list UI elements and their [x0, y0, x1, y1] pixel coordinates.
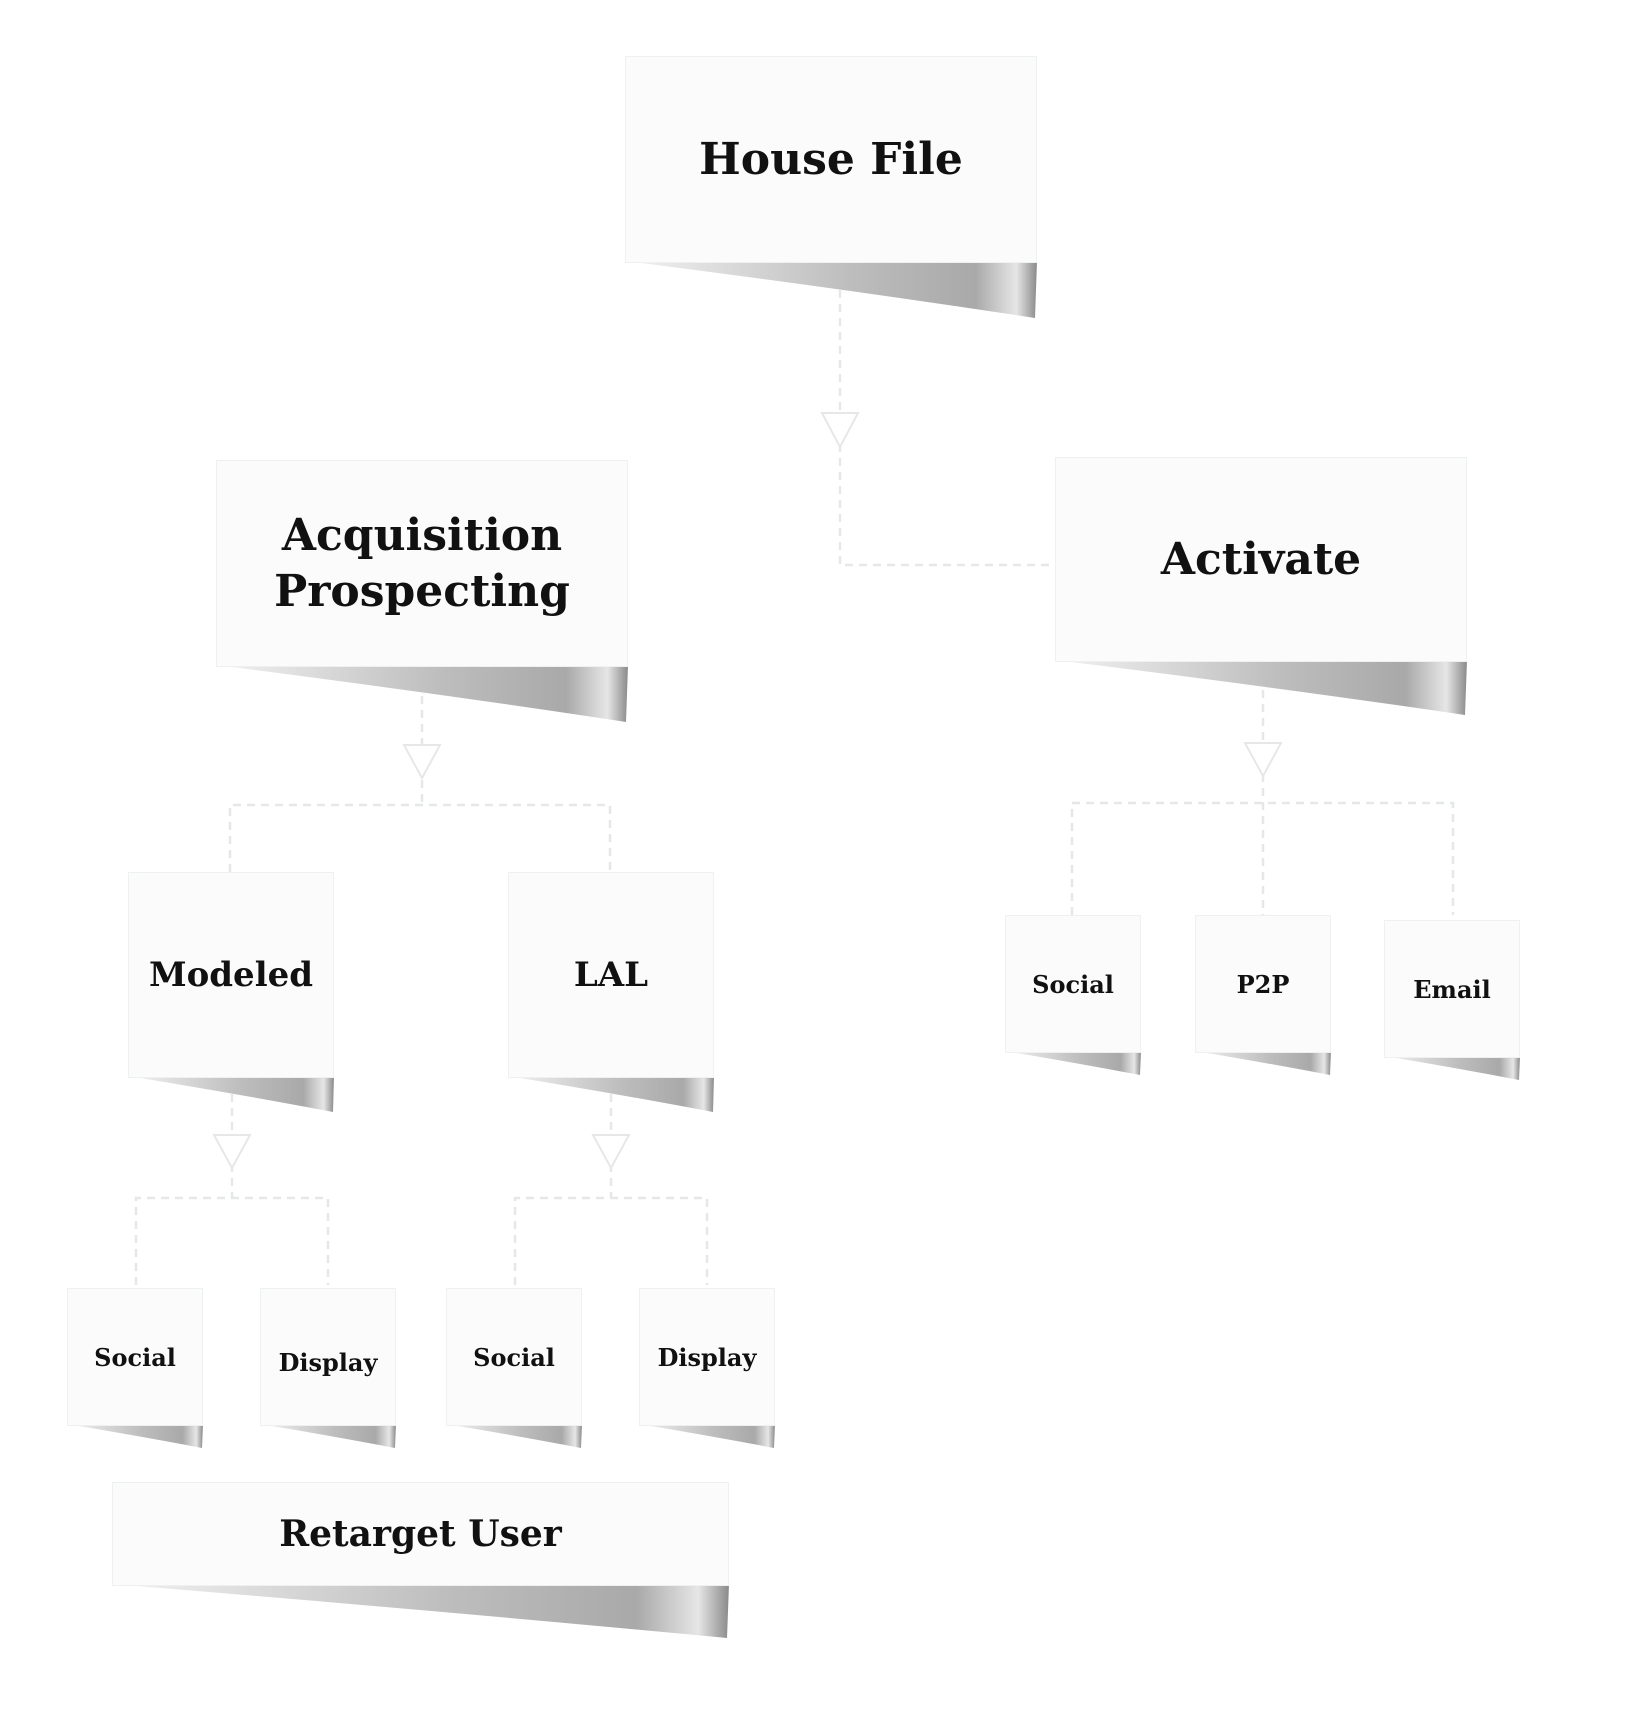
node-label: Display [639, 1288, 775, 1426]
node-modeled: Modeled [128, 872, 334, 1112]
node-modeled-display: Display [260, 1288, 396, 1448]
page-curl-shadow [67, 1424, 203, 1448]
node-label: Social [446, 1288, 582, 1426]
node-lal: LAL [508, 872, 714, 1112]
arrowhead-modeled [212, 1134, 252, 1171]
node-modeled-social: Social [67, 1288, 203, 1448]
arrowhead-house-file [820, 412, 860, 450]
connector-acquisition-branch [228, 803, 612, 872]
node-acquisition-prospecting: Acquisition Prospecting [216, 460, 628, 722]
arrowhead-activate [1243, 742, 1283, 779]
page-curl-shadow [112, 1584, 729, 1638]
arrowhead-lal [591, 1134, 631, 1171]
page-curl-shadow [625, 261, 1037, 318]
page-curl-shadow [1384, 1056, 1520, 1080]
node-label: Retarget User [112, 1482, 729, 1586]
node-activate-email: Email [1384, 920, 1520, 1080]
node-activate-p2p: P2P [1195, 915, 1331, 1075]
page-curl-shadow [128, 1076, 334, 1112]
node-label: Display [260, 1288, 396, 1426]
connector-activate-branch [1070, 801, 1455, 915]
page-curl-shadow [1055, 660, 1467, 715]
node-retarget-user: Retarget User [112, 1482, 729, 1638]
node-activate: Activate [1055, 457, 1467, 715]
arrowhead-acquisition [402, 744, 442, 781]
node-activate-social: Social [1005, 915, 1141, 1075]
connector-lal-branch [513, 1196, 709, 1285]
page-curl-shadow [1195, 1051, 1331, 1075]
connector-modeled-branch [134, 1196, 330, 1285]
page-curl-shadow [446, 1424, 582, 1448]
page-curl-shadow [260, 1424, 396, 1448]
node-label: Social [67, 1288, 203, 1426]
node-label: Email [1384, 920, 1520, 1058]
page-curl-shadow [639, 1424, 775, 1448]
page-curl-shadow [1005, 1051, 1141, 1075]
node-label: Modeled [128, 872, 334, 1078]
node-house-file: House File [625, 56, 1037, 318]
connector-house-to-activate [838, 262, 1055, 567]
node-label: Activate [1055, 457, 1467, 662]
node-label: LAL [508, 872, 714, 1078]
node-label: Social [1005, 915, 1141, 1053]
page-curl-shadow [508, 1076, 714, 1112]
node-label: P2P [1195, 915, 1331, 1053]
page-curl-shadow [216, 665, 628, 722]
node-label: Acquisition Prospecting [216, 460, 628, 667]
node-lal-social: Social [446, 1288, 582, 1448]
node-lal-display: Display [639, 1288, 775, 1448]
node-label: House File [625, 56, 1037, 263]
